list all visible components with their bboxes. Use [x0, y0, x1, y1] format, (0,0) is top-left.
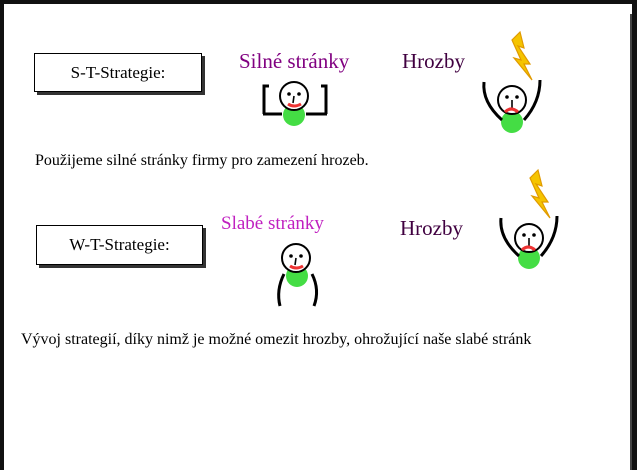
lightning-bolt-icon: [511, 30, 533, 81]
slide-shadow: [630, 14, 632, 470]
st-description: Použijeme silné stránky firmy pro zameze…: [35, 152, 369, 169]
wt-description: Vývoj strategií, díky nimž je možné omez…: [21, 331, 532, 348]
wt-weakness-label: Slabé stránky: [221, 213, 324, 234]
scared-stick-figure-icon: [482, 79, 542, 133]
slide-border-right: [632, 0, 637, 470]
st-strategy-box: S-T-Strategie:: [34, 53, 202, 92]
wt-strategy-label: W-T-Strategie:: [69, 235, 170, 254]
slide-border-top: [0, 0, 637, 4]
wt-strategy-box: W-T-Strategie:: [36, 225, 203, 265]
lightning-bolt-icon-2: [529, 168, 551, 219]
strong-stick-figure-icon: [262, 81, 328, 126]
st-strategy-label: S-T-Strategie:: [70, 62, 166, 82]
st-threat-label: Hrozby: [402, 49, 465, 73]
wt-threat-label: Hrozby: [400, 216, 463, 240]
st-strength-label: Silné stránky: [239, 49, 350, 73]
slide-border-left: [0, 0, 4, 470]
scared-stick-figure-icon-2: [499, 215, 559, 269]
weak-stick-figure-icon: [277, 243, 319, 307]
